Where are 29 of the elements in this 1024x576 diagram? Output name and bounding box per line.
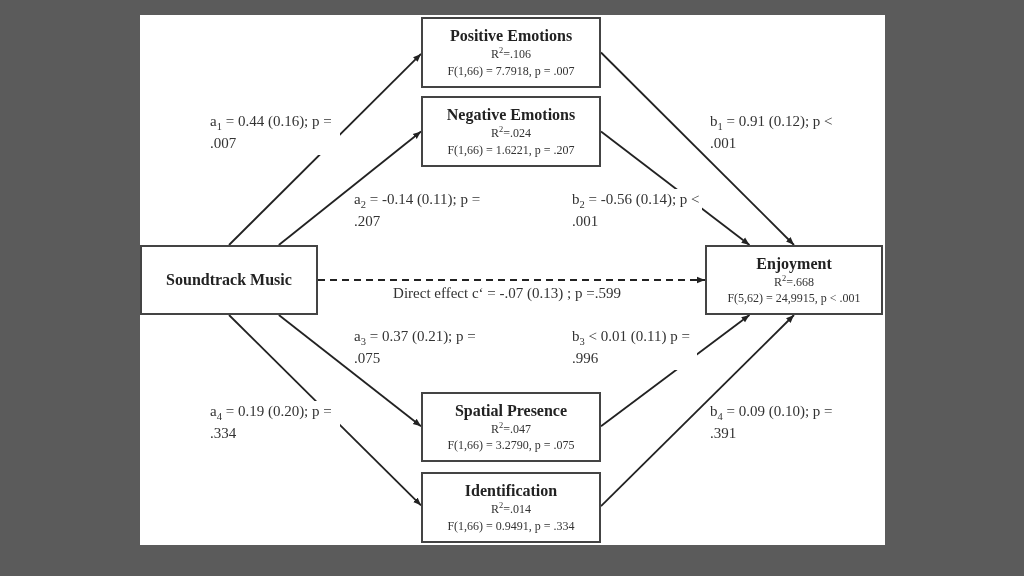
model-statistic: R$^{2}$=.014: [491, 501, 531, 518]
variable-name: Identification: [464, 481, 558, 502]
variable-name: Enjoyment: [756, 253, 832, 274]
variable-name: Spatial Presence: [454, 400, 568, 421]
variable-name: Soundtrack Music: [166, 270, 292, 290]
model-statistic: F(1,66) = 0.9491, p = .334: [447, 517, 575, 534]
variable-name: Positive Emotions: [449, 26, 573, 47]
variable-box: [140, 245, 318, 315]
variable-box: [421, 17, 601, 88]
arrow: [228, 314, 422, 507]
variable-box: [421, 96, 601, 167]
arrow: [600, 51, 795, 246]
variable-box: [421, 472, 601, 543]
variable-name: Negative Emotions: [446, 105, 576, 126]
model-statistic: F(1,66) = 7.7918, p = .007: [447, 62, 575, 79]
model-statistic: F(1,66) = 3.2790, p = .075: [447, 437, 575, 454]
model-statistic: R$^{2}$=.024: [491, 125, 531, 142]
arrow: [228, 53, 422, 246]
model-statistic: R$^{2}$=.047: [491, 420, 531, 437]
model-statistic: F(5,62) = 24,9915, p < .001: [727, 290, 861, 307]
model-statistic: F(1,66) = 1.6221, p = .207: [447, 141, 575, 158]
model-statistic: R$^{2}$=.668: [774, 273, 814, 290]
arrow: [600, 314, 795, 507]
variable-box: [421, 392, 601, 462]
arrow: [277, 130, 422, 246]
dashed-arrow: [317, 276, 706, 284]
arrow: [277, 314, 422, 428]
variable-box: [705, 245, 883, 315]
model-statistic: R$^{2}$=.106: [491, 46, 531, 63]
